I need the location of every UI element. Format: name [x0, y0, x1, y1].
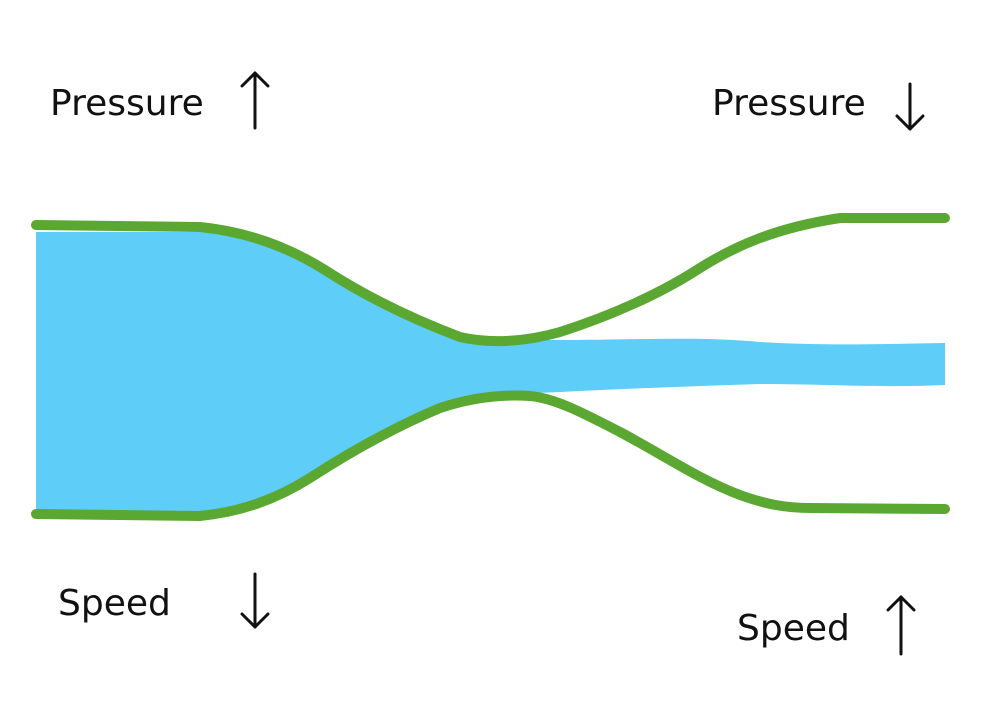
speed-left-down-arrow-icon: [240, 572, 270, 629]
pipe-wall-bottom: [31, 390, 950, 521]
pipe-wall-top: [31, 213, 950, 347]
fluid-flow: [36, 232, 945, 512]
pressure-right-down-arrow-icon: [895, 82, 925, 131]
pressure-left-up-arrow-icon: [240, 71, 270, 130]
speed-left-label: Speed: [58, 583, 171, 624]
pressure-left-label: Pressure: [50, 83, 204, 124]
speed-right-up-arrow-icon: [886, 595, 916, 656]
speed-right-label: Speed: [737, 608, 850, 649]
pressure-right-label: Pressure: [712, 83, 866, 124]
